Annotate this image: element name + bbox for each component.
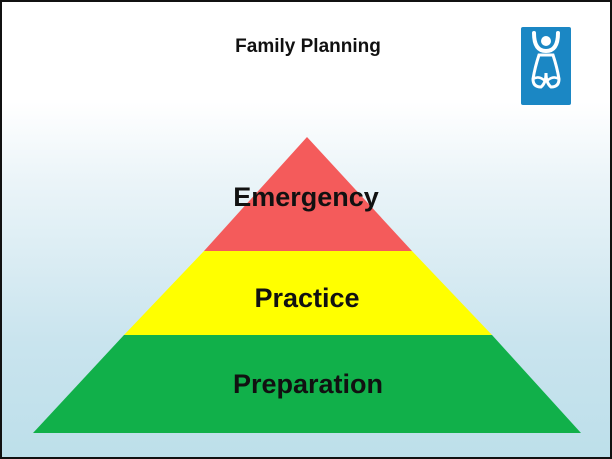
pyramid-layer-practice: [124, 251, 492, 335]
family-care-logo-icon: [521, 27, 571, 105]
label-preparation: Preparation: [233, 369, 383, 399]
slide-title: Family Planning: [235, 36, 381, 57]
label-practice: Practice: [254, 283, 359, 313]
label-emergency: Emergency: [233, 182, 379, 212]
pyramid-layer-emergency: [204, 137, 412, 251]
pyramid-layer-preparation: [33, 335, 581, 433]
